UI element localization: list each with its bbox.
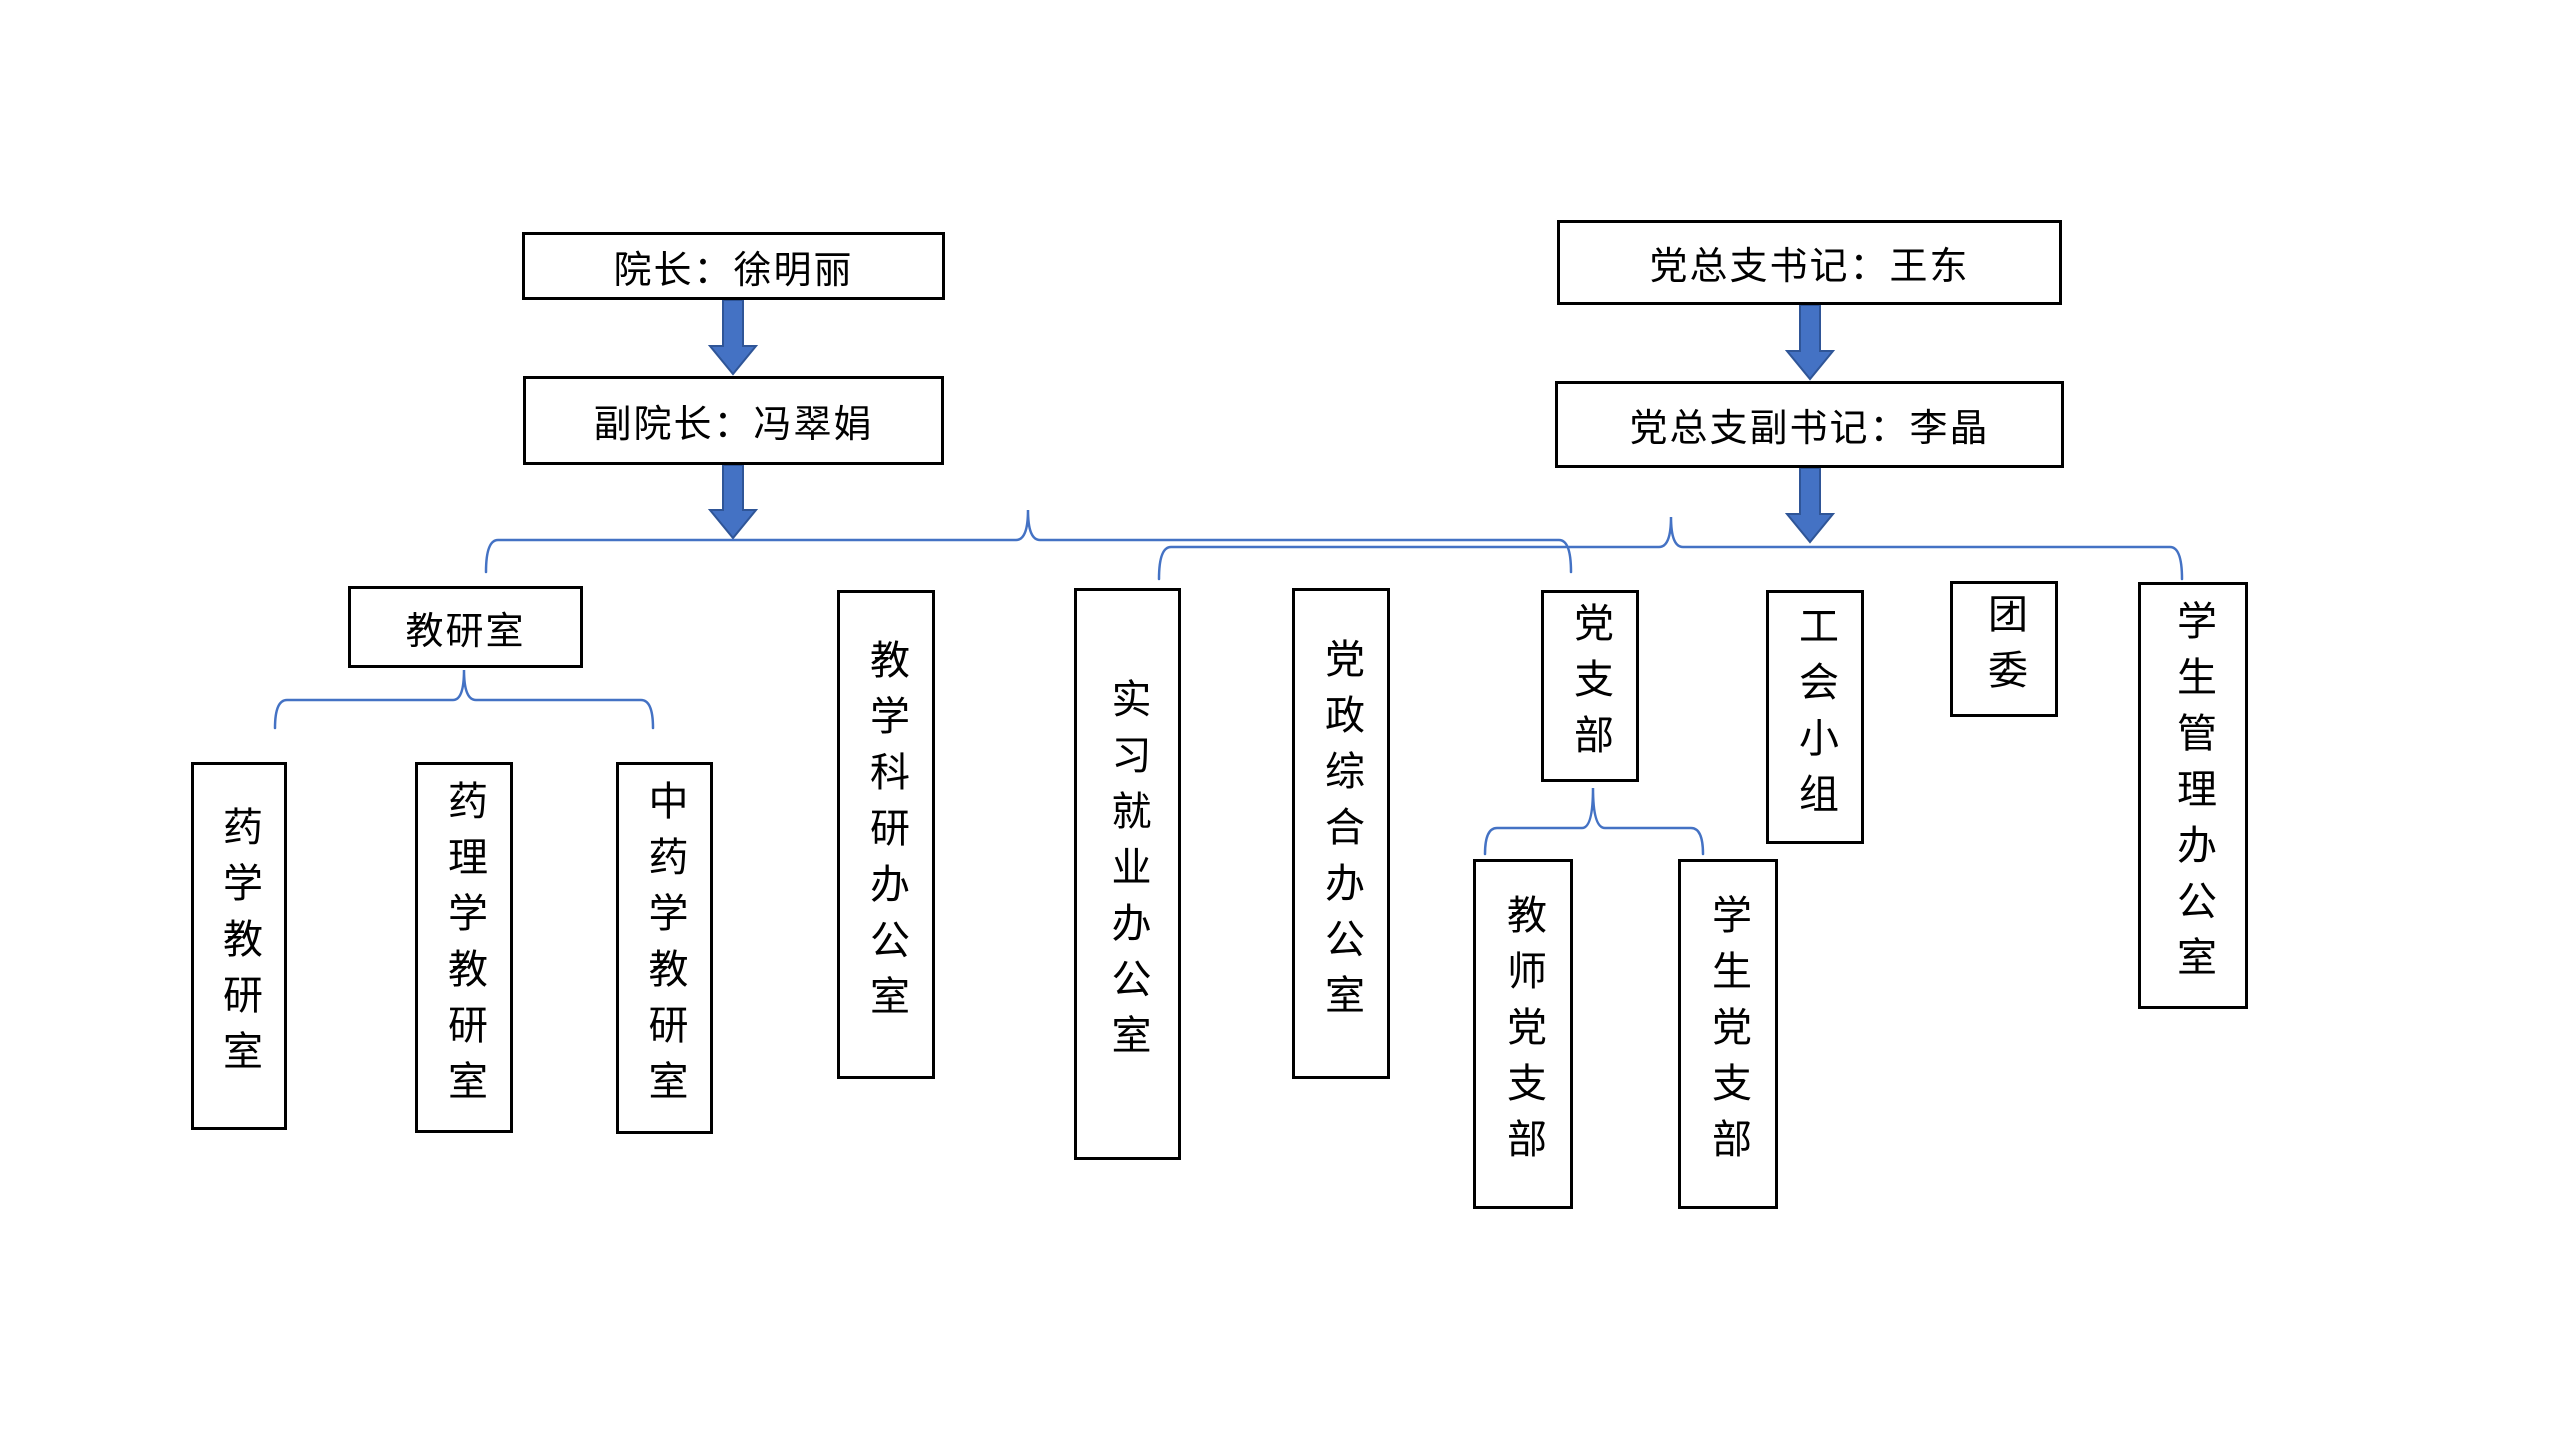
down-arrow-icon (1784, 304, 1836, 381)
node-dean: 院长：徐明丽 (522, 232, 945, 300)
brace-tro-children-icon (273, 669, 655, 730)
brace-party-branch-children-icon (1483, 787, 1705, 856)
node-pharmacology-tro: 药理学教研室 (415, 762, 513, 1133)
node-pharmacy-tro: 药学教研室 (191, 762, 287, 1130)
node-party-branch: 党支部 (1541, 590, 1639, 782)
node-youth-league-committee: 团委 (1950, 581, 2058, 717)
down-arrow-icon (707, 464, 759, 540)
node-internship-employment-office: 实习就业办公室 (1074, 588, 1181, 1160)
down-arrow-icon (707, 299, 759, 376)
node-teaching-research-admin-office: 教学科研办公室 (837, 590, 935, 1079)
node-student-management-office: 学生管理办公室 (2138, 582, 2248, 1009)
node-tcm-tro: 中药学教研室 (616, 762, 713, 1134)
down-arrow-icon (1784, 467, 1836, 544)
node-union-group: 工会小组 (1766, 590, 1864, 844)
node-party-admin-office: 党政综合办公室 (1292, 588, 1390, 1079)
node-teacher-party-branch: 教师党支部 (1473, 859, 1573, 1209)
node-party-secretary: 党总支书记：王东 (1557, 220, 2062, 305)
node-student-party-branch: 学生党支部 (1678, 859, 1778, 1209)
node-vice-dean: 副院长：冯翠娟 (523, 376, 944, 465)
brace-party-departments-icon (1157, 516, 2184, 581)
node-deputy-party-secretary: 党总支副书记：李晶 (1555, 381, 2064, 468)
brace-admin-departments-icon (484, 509, 1573, 574)
node-teaching-research-office: 教研室 (348, 586, 583, 668)
